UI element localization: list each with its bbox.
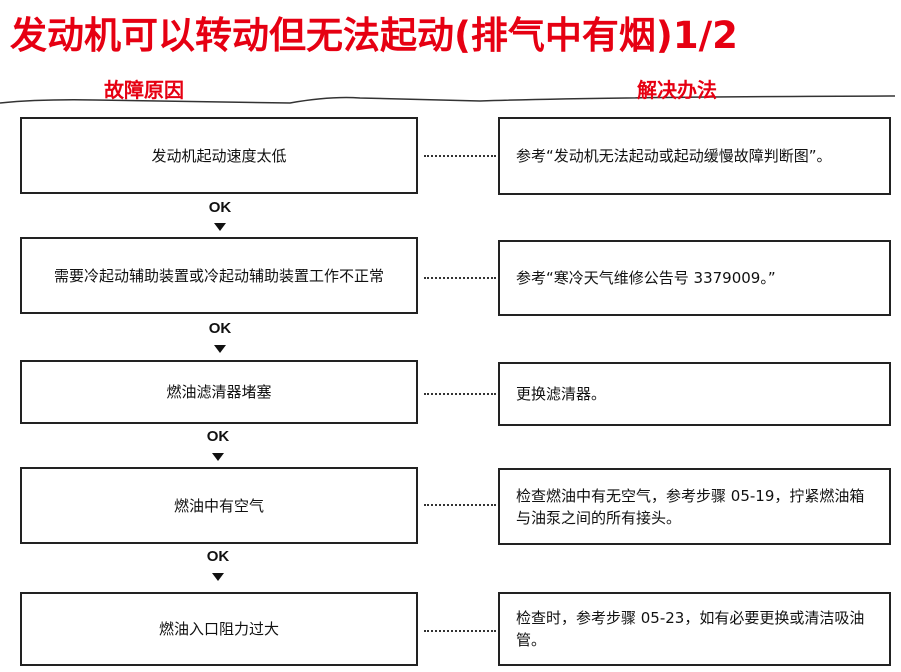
connector-dots-4	[424, 504, 496, 506]
solution-box-3: 更换滤清器。	[498, 362, 891, 426]
down-arrow-4	[212, 573, 224, 581]
solution-box-5: 检查时，参考步骤 05-23，如有必要更换或清洁吸油管。	[498, 592, 891, 666]
page-title: 发动机可以转动但无法起动(排气中有烟)1/2	[10, 14, 738, 57]
down-arrow-2	[214, 345, 226, 353]
cause-box-1: 发动机起动速度太低	[20, 117, 418, 194]
connector-dots-1	[424, 155, 496, 157]
cause-text-4: 燃油中有空气	[173, 496, 264, 515]
cause-box-4: 燃油中有空气	[20, 467, 418, 544]
ok-label-2: OK	[208, 320, 232, 337]
solutions-column-header: 解决办法	[637, 78, 717, 102]
solution-box-2: 参考“寒冷天气维修公告号 3379009。”	[498, 240, 891, 316]
cause-text-3: 燃油滤清器堵塞	[166, 383, 272, 401]
down-arrow-1	[214, 223, 226, 231]
solution-box-4: 检查燃油中有无空气，参考步骤 05-19，拧紧燃油箱与油泵之间的所有接头。	[498, 468, 891, 545]
ok-label-4: OK	[206, 548, 230, 565]
cause-text-5: 燃油入口阻力过大	[158, 620, 279, 638]
solution-text-1: 参考“发动机无法起动或起动缓慢故障判断图”。	[516, 147, 832, 165]
ok-label-3: OK	[206, 428, 230, 445]
causes-column-header: 故障原因	[104, 78, 184, 102]
header-divider-line	[0, 95, 896, 104]
cause-text-1: 发动机起动速度太低	[151, 146, 287, 165]
connector-dots-5	[424, 630, 496, 632]
cause-box-2: 需要冷起动辅助装置或冷起动辅助装置工作不正常	[20, 237, 418, 314]
down-arrow-3	[212, 453, 224, 461]
connector-dots-3	[424, 393, 496, 395]
cause-box-3: 燃油滤清器堵塞	[20, 360, 418, 424]
solution-text-4: 检查燃油中有无空气，参考步骤 05-19，拧紧燃油箱与油泵之间的所有接头。	[516, 486, 865, 527]
solution-text-5: 检查时，参考步骤 05-23，如有必要更换或清洁吸油管。	[516, 609, 865, 649]
solution-text-2: 参考“寒冷天气维修公告号 3379009。”	[516, 269, 776, 287]
cause-box-5: 燃油入口阻力过大	[20, 592, 418, 666]
solution-box-1: 参考“发动机无法起动或起动缓慢故障判断图”。	[498, 117, 891, 195]
solution-text-3: 更换滤清器。	[516, 385, 607, 403]
ok-label-1: OK	[208, 199, 232, 216]
cause-text-2: 需要冷起动辅助装置或冷起动辅助装置工作不正常	[53, 266, 384, 285]
connector-dots-2	[424, 277, 496, 279]
